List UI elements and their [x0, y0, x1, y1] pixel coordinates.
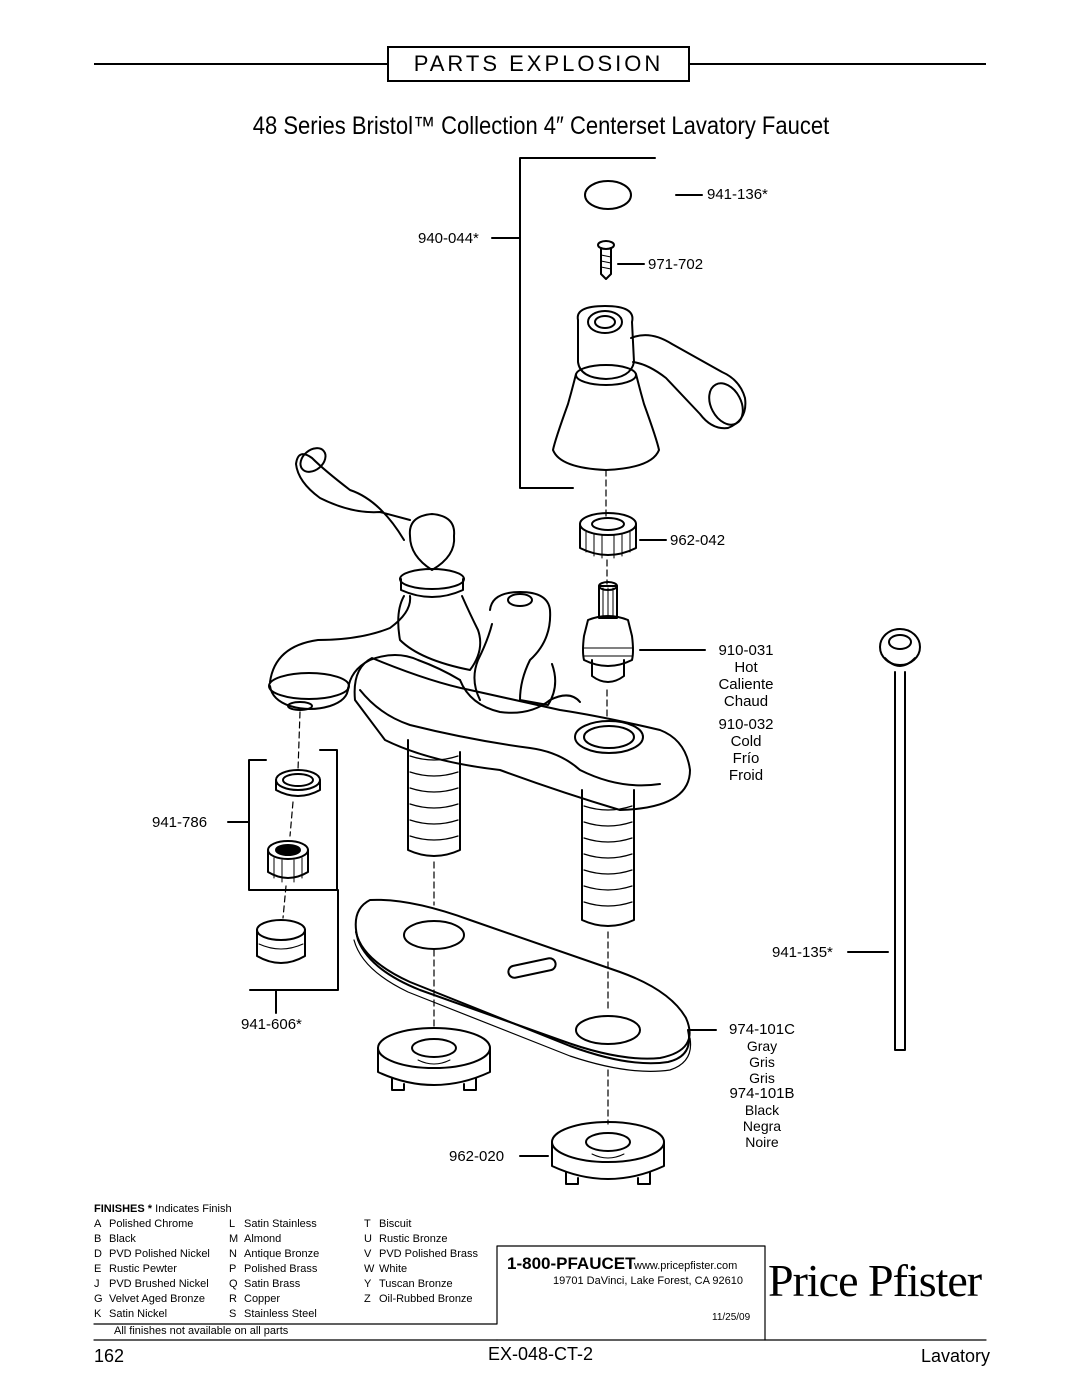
- finishes-title: FINISHES *: [94, 1203, 153, 1215]
- aerator-housing-part: [256, 919, 306, 964]
- label-gris-es: Gris: [749, 1054, 775, 1070]
- aerator-housing-bracket: [249, 889, 339, 991]
- gasket-label-group: 974-101C Gray Gris Gris 974-101B Black N…: [720, 1021, 804, 1151]
- label-hot: Hot: [734, 659, 758, 676]
- label-910-031: 910-031: [718, 642, 774, 659]
- brand-logo: Price Pfister: [768, 1255, 982, 1306]
- header-rule-left: [94, 63, 387, 65]
- aerator-insert-part: [267, 840, 309, 883]
- label-941-135: 941-135*: [772, 944, 833, 961]
- label-cold: Cold: [730, 733, 762, 750]
- page-number: 162: [94, 1346, 125, 1366]
- washer-part: [275, 769, 321, 797]
- cartridge-label-group: 910-031 Hot Caliente Chaud 910-032 Cold …: [706, 642, 786, 784]
- label-962-020: 962-020: [449, 1148, 505, 1165]
- axis-line-aerator: [282, 885, 287, 919]
- footer-frame: [93, 1245, 987, 1341]
- finishes-note: All finishes not available on all parts: [114, 1325, 289, 1337]
- page-title: 48 Series Bristol™ Collection 4″ Centers…: [252, 112, 830, 140]
- label-971-702: 971-702: [648, 256, 704, 273]
- header-rule-right: [690, 63, 986, 65]
- handle-assembly-bracket: [519, 157, 656, 489]
- label-chaud: Chaud: [723, 693, 769, 710]
- axis-line-washer: [289, 801, 294, 837]
- label-962-042: 962-042: [670, 532, 726, 549]
- label-caliente: Caliente: [718, 676, 774, 693]
- screw-part: [597, 240, 615, 280]
- pop-up-rod-part: [879, 628, 921, 1051]
- finishes-heading-note: Indicates Finish: [155, 1203, 232, 1215]
- label-gris-fr: Gris: [749, 1070, 775, 1086]
- document-code: EX-048-CT-2: [488, 1344, 594, 1364]
- label-910-032: 910-032: [718, 716, 774, 733]
- mounting-nut-left-part: [377, 949, 491, 1091]
- label-negra: Negra: [742, 1118, 782, 1134]
- label-974-101c: 974-101C: [729, 1021, 795, 1038]
- label-940-044: 940-044*: [418, 230, 479, 247]
- aerator-bracket: [248, 749, 338, 891]
- label-noire: Noire: [745, 1134, 779, 1150]
- faucet-body-part: [268, 447, 691, 927]
- footer-section: Lavatory: [921, 1346, 991, 1366]
- handle-part: [552, 305, 747, 471]
- website-link[interactable]: www.pricepfister.com: [634, 1260, 738, 1272]
- section-label: PARTS EXPLOSION: [387, 46, 690, 82]
- label-941-786: 941-786: [152, 814, 208, 831]
- address: 19701 DaVinci, Lake Forest, CA 92610: [553, 1275, 743, 1287]
- label-974-101b: 974-101B: [729, 1085, 795, 1102]
- mounting-nut-right-part: [551, 1069, 665, 1185]
- axis-line-spout: [297, 711, 301, 771]
- finishes-heading: FINISHES * Indicates Finish: [94, 1203, 232, 1215]
- revision-date: 11/25/09: [712, 1312, 751, 1323]
- label-gray: Gray: [746, 1038, 778, 1054]
- label-froid: Froid: [728, 767, 764, 784]
- label-941-606: 941-606*: [241, 1016, 302, 1033]
- phone-number: 1-800-PFAUCET: [507, 1254, 636, 1273]
- bonnet-nut-part: [579, 512, 637, 559]
- label-black: Black: [744, 1102, 780, 1118]
- gasket-part: [353, 898, 692, 1072]
- label-frio: Frío: [732, 750, 760, 767]
- cartridge-part: [582, 581, 634, 683]
- cap-part: [584, 180, 632, 210]
- label-941-136: 941-136*: [707, 186, 768, 203]
